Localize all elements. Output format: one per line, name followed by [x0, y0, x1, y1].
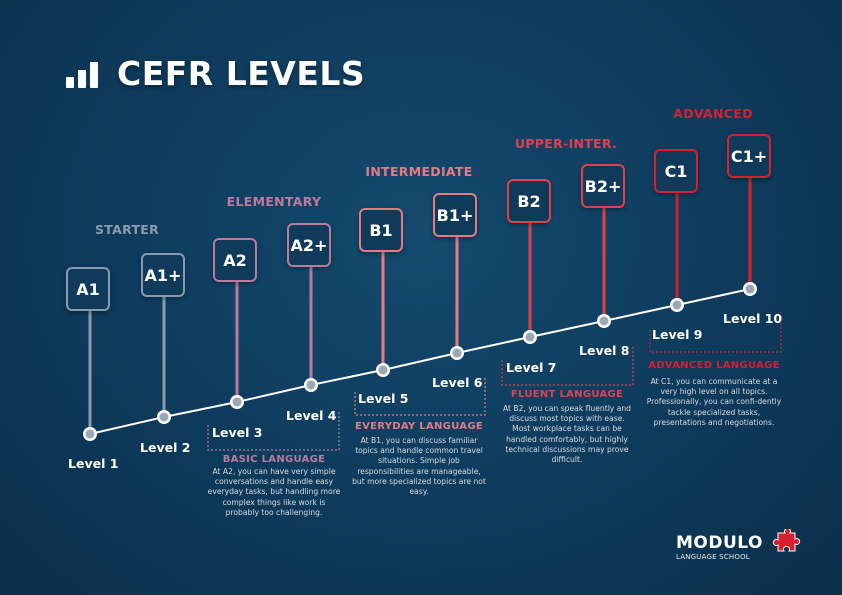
category-label: INTERMEDIATE [365, 164, 473, 179]
level-code: B2+ [584, 176, 622, 196]
level-label: Level 4 [286, 408, 337, 423]
dotted-bracket [501, 345, 634, 386]
puzzle-piece-icon [772, 529, 801, 552]
level-label: Level 6 [432, 375, 483, 390]
category-label: STARTER [94, 222, 160, 237]
description-title: ADVANCED LANGUAGE [648, 360, 780, 371]
level-node-inner [452, 348, 462, 358]
bar-chart-icon [66, 62, 100, 88]
level-node-inner [159, 412, 169, 422]
level-code-box: B2+ [581, 164, 625, 208]
dotted-bracket [649, 312, 782, 353]
description-text: At B1, you can discuss familiar topics a… [352, 436, 486, 497]
level-node-inner [745, 284, 755, 294]
level-code: A1+ [144, 265, 182, 285]
dotted-bracket [207, 410, 340, 451]
level-code: C1 [664, 161, 688, 181]
level-code-box: C1+ [727, 134, 771, 178]
page-title: CEFR LEVELS [117, 54, 366, 93]
level-code-box: A2 [213, 238, 257, 282]
logo-name: MODULO [676, 533, 763, 553]
level-code-box: B1+ [433, 193, 477, 237]
level-label: Level 1 [68, 456, 119, 471]
level-code: A2+ [290, 235, 328, 255]
description-title: EVERYDAY LANGUAGE [355, 421, 483, 432]
level-node-inner [672, 300, 682, 310]
level-code-box: A2+ [287, 223, 331, 267]
dotted-bracket [354, 378, 486, 416]
level-code-box: B2 [507, 179, 551, 223]
level-label: Level 9 [652, 327, 703, 342]
category-label: ELEMENTARY [226, 194, 322, 209]
progress-line [89, 288, 751, 435]
level-code: B1 [369, 220, 393, 240]
level-code-box: B1 [359, 208, 403, 252]
logo: MODULO LANGUAGE SCHOOL [676, 529, 801, 561]
level-node-inner [232, 397, 242, 407]
level-code: A2 [223, 250, 247, 270]
level-label: Level 3 [212, 425, 263, 440]
level-node-inner [525, 332, 535, 342]
logo-subtitle: LANGUAGE SCHOOL [676, 553, 750, 561]
level-label: Level 8 [579, 343, 630, 358]
level-code: B1+ [436, 205, 474, 225]
category-label: UPPER-INTER. [514, 136, 618, 151]
level-label: Level 5 [358, 391, 409, 406]
description-text: At C1, you can communicate at a very hig… [646, 377, 782, 427]
level-code-box: A1+ [141, 253, 185, 297]
description-text: At A2, you can have very simple conversa… [207, 467, 341, 517]
level-node-inner [85, 429, 95, 439]
level-label: Level 10 [723, 311, 783, 326]
level-node-inner [306, 380, 316, 390]
level-code: B2 [517, 191, 541, 211]
description-title: FLUENT LANGUAGE [510, 389, 624, 400]
category-label: ADVANCED [673, 106, 753, 121]
level-code: C1+ [730, 146, 768, 166]
level-code: A1 [76, 279, 100, 299]
description-text: At B2, you can speak fluently and discus… [502, 404, 632, 465]
level-code-box: A1 [66, 267, 110, 311]
level-node-inner [378, 365, 388, 375]
level-label: Level 7 [506, 360, 557, 375]
level-code-box: C1 [654, 149, 698, 193]
description-title: BASIC LANGUAGE [222, 454, 326, 465]
level-label: Level 2 [140, 440, 191, 455]
level-node-inner [599, 316, 609, 326]
